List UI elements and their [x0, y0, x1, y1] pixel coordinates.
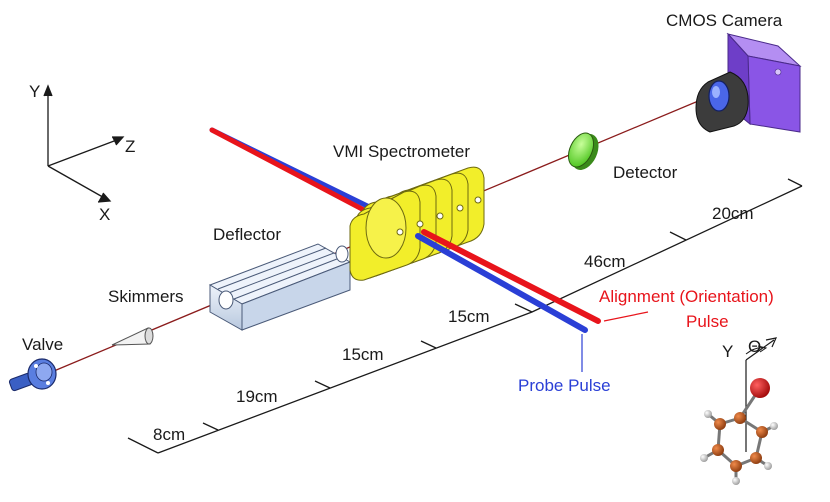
detector [567, 132, 599, 170]
alignment-pulse-leader [603, 311, 649, 322]
axis-z-label: Z [125, 137, 135, 156]
distance-19cm: 19cm [236, 387, 278, 406]
alignment-pulse-label-line2: Pulse [686, 312, 729, 331]
valve [8, 358, 57, 392]
deflector-label: Deflector [213, 225, 281, 244]
valve-label: Valve [22, 335, 63, 354]
skimmers-label: Skimmers [108, 287, 184, 306]
probe-pulse-label: Probe Pulse [518, 376, 611, 395]
vmi-spectrometer-label: VMI Spectrometer [333, 142, 470, 161]
axis-y-label: Y [29, 82, 40, 101]
skimmer-cone [111, 327, 154, 346]
theta-label: Θ [748, 337, 761, 356]
detector-label: Detector [613, 163, 678, 182]
coordinate-axes [43, 84, 125, 203]
alignment-pulse-label-line1: Alignment (Orientation) [599, 287, 774, 306]
distance-46cm: 46cm [584, 252, 626, 271]
molecule-inset [700, 337, 778, 485]
laser-pulses-front [415, 229, 601, 333]
distance-8cm: 8cm [153, 425, 185, 444]
cmos-camera [695, 32, 802, 133]
axis-x-label: X [99, 205, 110, 224]
cmos-camera-label: CMOS Camera [666, 11, 783, 30]
distance-15cm-upper: 15cm [448, 307, 490, 326]
distance-20cm: 20cm [712, 204, 754, 223]
vmi-spectrometer [349, 166, 485, 281]
deflector [208, 243, 352, 331]
distance-15cm-lower: 15cm [342, 345, 384, 364]
distance-ruler [127, 178, 803, 454]
molecule-y-label: Y [722, 342, 733, 361]
